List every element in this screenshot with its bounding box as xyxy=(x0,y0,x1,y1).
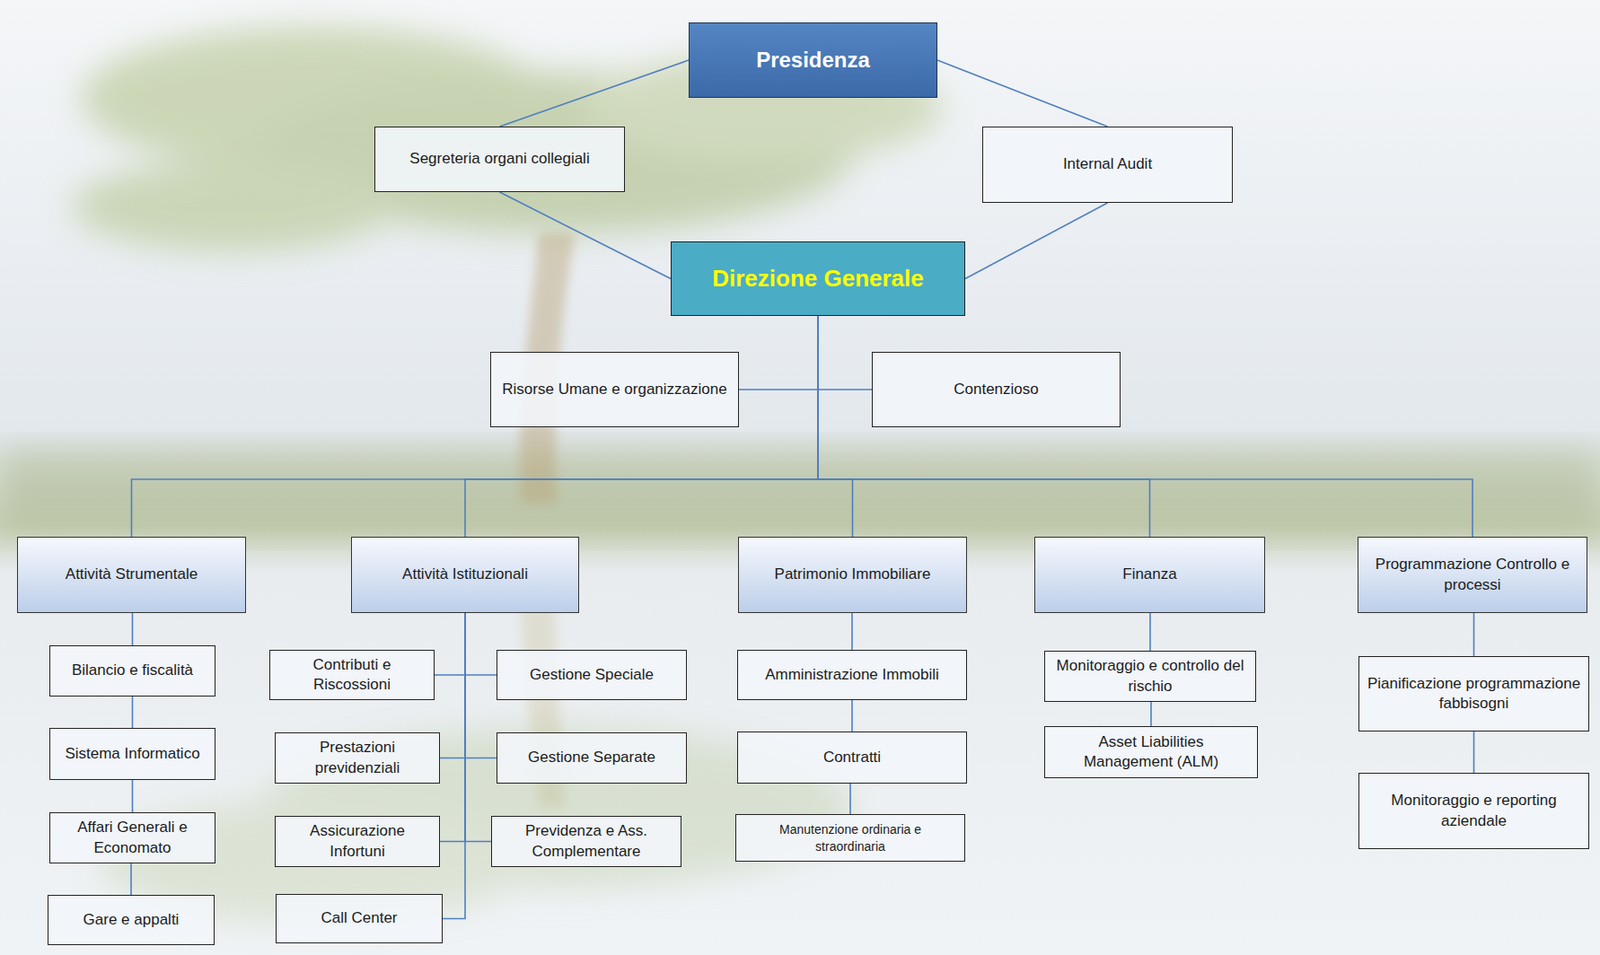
box-label: Finanza xyxy=(1122,564,1177,585)
connector-line xyxy=(500,192,672,280)
box-label: Internal Audit xyxy=(1063,154,1152,175)
box-label: Prestazioni previdenziali xyxy=(282,738,432,778)
unit-box: Bilancio e fiscalità xyxy=(49,645,216,697)
box-label: Previdenza e Ass. Complementare xyxy=(499,821,674,862)
connector-line xyxy=(439,613,466,759)
box-label: Contributi e Riscossioni xyxy=(277,655,427,695)
connector-line xyxy=(131,613,134,646)
box-label: Segreteria organi collegiali xyxy=(409,149,590,169)
connector-line xyxy=(465,613,497,759)
unit-box: Pianificazione programmazione fabbisogni xyxy=(1358,656,1590,732)
connector-line xyxy=(434,613,466,676)
unit-box: Amministrazione Immobili xyxy=(737,650,968,701)
department-box: Attività Istituzionali xyxy=(351,536,580,614)
connector-line xyxy=(439,613,466,843)
connector-line xyxy=(817,316,1151,537)
unit-box: Assicurazione Infortuni xyxy=(274,816,440,868)
unit-box: Internal Audit xyxy=(982,126,1233,203)
unit-box: Monitoraggio e controllo del rischio xyxy=(1044,650,1257,703)
unit-box: Segreteria organi collegiali xyxy=(374,126,625,193)
director-box: Direzione Generale xyxy=(670,241,966,317)
box-label: Pianificazione programmazione fabbisogni xyxy=(1366,674,1582,714)
box-label: Monitoraggio e reporting aziendale xyxy=(1366,791,1582,831)
box-label: Direzione Generale xyxy=(712,263,924,295)
connector-line xyxy=(131,780,134,813)
ground-band xyxy=(0,448,1600,535)
box-label: Programmazione Controllo e processi xyxy=(1365,554,1580,595)
department-box: Finanza xyxy=(1034,536,1266,614)
connector-line xyxy=(817,316,853,537)
connector-line xyxy=(849,783,852,815)
unit-box: Call Center xyxy=(275,894,443,944)
connector-line xyxy=(1473,731,1476,774)
unit-box: Affari Generali e Economato xyxy=(49,812,216,864)
president-box: Presidenza xyxy=(688,22,938,98)
connector-line xyxy=(937,60,1108,127)
connector-line xyxy=(817,316,1473,537)
connector-line xyxy=(130,863,132,896)
unit-box: Manutenzione ordinaria e straordinaria xyxy=(735,814,966,862)
box-label: Contenzioso xyxy=(953,379,1039,400)
box-label: Bilancio e fiscalità xyxy=(71,660,194,681)
unit-box: Asset Liabilities Management (ALM) xyxy=(1044,726,1258,779)
unit-box: Gare e appalti xyxy=(47,895,215,946)
connector-line xyxy=(131,696,134,729)
box-label: Call Center xyxy=(320,908,397,929)
box-label: Gestione Speciale xyxy=(529,665,654,686)
unit-box: Contenzioso xyxy=(871,351,1121,428)
box-label: Manutenzione ordinaria e straordinaria xyxy=(743,821,958,854)
connector-line xyxy=(851,613,853,651)
connector-line xyxy=(1473,613,1476,657)
box-label: Asset Liabilities Management (ALM) xyxy=(1052,732,1250,773)
tree-canopy xyxy=(71,26,943,252)
unit-box: Previdenza e Ass. Complementare xyxy=(491,816,682,868)
box-label: Gare e appalti xyxy=(83,910,180,931)
connector-line xyxy=(465,613,497,676)
box-label: Contratti xyxy=(823,747,881,768)
department-box: Attività Strumentale xyxy=(17,536,247,614)
box-label: Assicurazione Infortuni xyxy=(282,821,432,862)
box-label: Monitoraggio e controllo del rischio xyxy=(1052,656,1249,696)
box-label: Affari Generali e Economato xyxy=(57,817,208,858)
unit-box: Gestione Speciale xyxy=(496,650,687,701)
connector-line xyxy=(500,60,690,127)
box-label: Attività Istituzionali xyxy=(402,564,528,585)
box-label: Attività Strumentale xyxy=(65,564,198,585)
box-label: Patrimonio Immobiliare xyxy=(774,564,932,585)
connector-line xyxy=(965,202,1108,280)
box-label: Risorse Umane e organizzazione xyxy=(501,379,727,400)
connector-line xyxy=(465,316,818,537)
connector-line xyxy=(1150,702,1152,727)
connector-line xyxy=(465,613,492,843)
unit-box: Contributi e Riscossioni xyxy=(269,650,435,701)
connector-line xyxy=(1149,613,1152,651)
unit-box: Sistema Informatico xyxy=(49,728,216,781)
connector-line xyxy=(131,316,819,537)
unit-box: Monitoraggio e reporting aziendale xyxy=(1358,773,1590,850)
box-label: Gestione Separate xyxy=(527,747,656,768)
unit-box: Prestazioni previdenziali xyxy=(274,732,440,784)
box-label: Amministrazione Immobili xyxy=(764,665,940,686)
department-box: Patrimonio Immobiliare xyxy=(738,536,968,614)
connector-line xyxy=(738,316,818,390)
department-box: Programmazione Controllo e processi xyxy=(1357,536,1588,614)
box-label: Sistema Informatico xyxy=(64,744,200,765)
connector-line xyxy=(442,613,466,920)
unit-box: Risorse Umane e organizzazione xyxy=(490,351,739,428)
connector-line xyxy=(817,316,872,390)
box-label: Presidenza xyxy=(756,45,871,74)
unit-box: Gestione Separate xyxy=(496,732,687,784)
connector-line xyxy=(851,700,853,732)
unit-box: Contratti xyxy=(737,731,968,784)
